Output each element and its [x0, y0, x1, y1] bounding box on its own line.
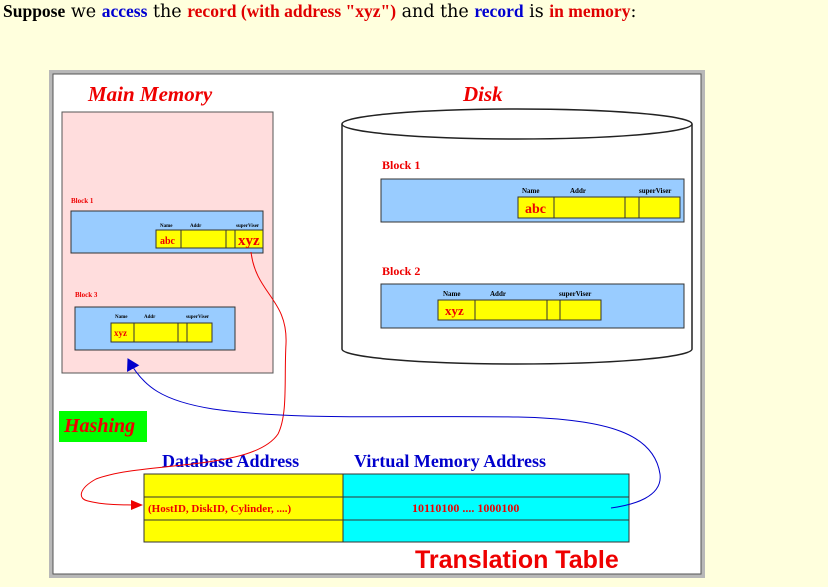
mm-block1-superviser-value: xyz: [238, 233, 260, 249]
disk-block2-name-value: xyz: [445, 303, 464, 318]
caption-record: record: [474, 1, 524, 21]
caption-colon: :: [630, 2, 637, 22]
caption-text: the: [147, 2, 188, 22]
table-vm-address-value: 10110100 .... 1000100: [412, 501, 519, 515]
hashing-label: Hashing: [63, 415, 135, 437]
disk-block2-header-superviser: superViser: [559, 290, 591, 298]
disk-block1-cell-addr: [553, 196, 626, 219]
table-column-virtual: [342, 473, 630, 543]
disk-block2-cell-superviser: [559, 299, 602, 321]
disk-block2-header-addr: Addr: [490, 290, 506, 298]
caption-access: access: [101, 1, 148, 21]
mm-block3-name-value: xyz: [114, 328, 127, 338]
mm-block3-header-addr: Addr: [144, 315, 156, 320]
mm-block1-header-name: Name: [160, 224, 173, 229]
caption: Suppose we access the record (with addre…: [3, 0, 828, 24]
main-memory-title: Main Memory: [87, 82, 213, 106]
mm-block1-label: Block 1: [71, 197, 94, 205]
mm-block3-label: Block 3: [75, 291, 98, 299]
mm-block3-cell-superviser: [186, 322, 213, 343]
blue-arrow-pointer: [127, 358, 661, 509]
table-db-address-value: (HostID, DiskID, Cylinder, ....): [148, 503, 292, 515]
disk-block1-name-value: abc: [525, 202, 546, 217]
mm-block3-header-name: Name: [115, 315, 128, 320]
mm-block1-cell-sep: [225, 229, 236, 249]
mm-block1-header-superviser: superViser: [236, 224, 260, 229]
disk-block1-label: Block 1: [382, 158, 420, 172]
caption-text: and the: [396, 2, 475, 22]
caption-suppose: Suppose: [3, 1, 66, 21]
disk-block1-cell-sep: [624, 196, 640, 219]
caption-text: is: [523, 2, 550, 22]
caption-record-address: record (with address "xyz"): [187, 1, 397, 21]
disk-block1-header-name: Name: [522, 187, 540, 195]
disk-block1-header-addr: Addr: [570, 187, 586, 195]
disk-block2-cell-addr: [474, 299, 548, 321]
caption-text: we: [65, 2, 102, 22]
mm-block3-cell-addr: [133, 322, 179, 343]
disk-block2-label: Block 2: [382, 264, 420, 278]
translation-diagram: Main Memory Disk Block 1 Name Addr super…: [49, 70, 705, 578]
disk-block2-header-name: Name: [443, 290, 461, 298]
table-header-virtual-memory-address: Virtual Memory Address: [354, 451, 546, 471]
disk-block1-cell-superviser: [638, 196, 681, 219]
table-header-database-address: Database Address: [162, 451, 299, 471]
disk-title: Disk: [462, 82, 503, 106]
mm-block1-cell-superviser: [234, 229, 264, 249]
disk-block2-cell-sep: [546, 299, 561, 321]
caption-in-memory: in memory: [549, 1, 631, 21]
translation-table-title: Translation Table: [415, 546, 619, 574]
disk-block1-header-superviser: superViser: [639, 187, 671, 195]
red-arrow-hash: [80, 251, 287, 510]
mm-block1-cell-addr: [180, 229, 227, 249]
mm-block1-name-value: abc: [160, 236, 176, 247]
mm-block3-cell-sep: [177, 322, 188, 343]
table-column-database: [143, 473, 344, 543]
disk-cylinder-top: [341, 108, 693, 140]
hashing-badge: [59, 411, 147, 442]
mm-block3-header-superviser: superViser: [186, 315, 210, 320]
mm-block1-header-addr: Addr: [190, 224, 202, 229]
